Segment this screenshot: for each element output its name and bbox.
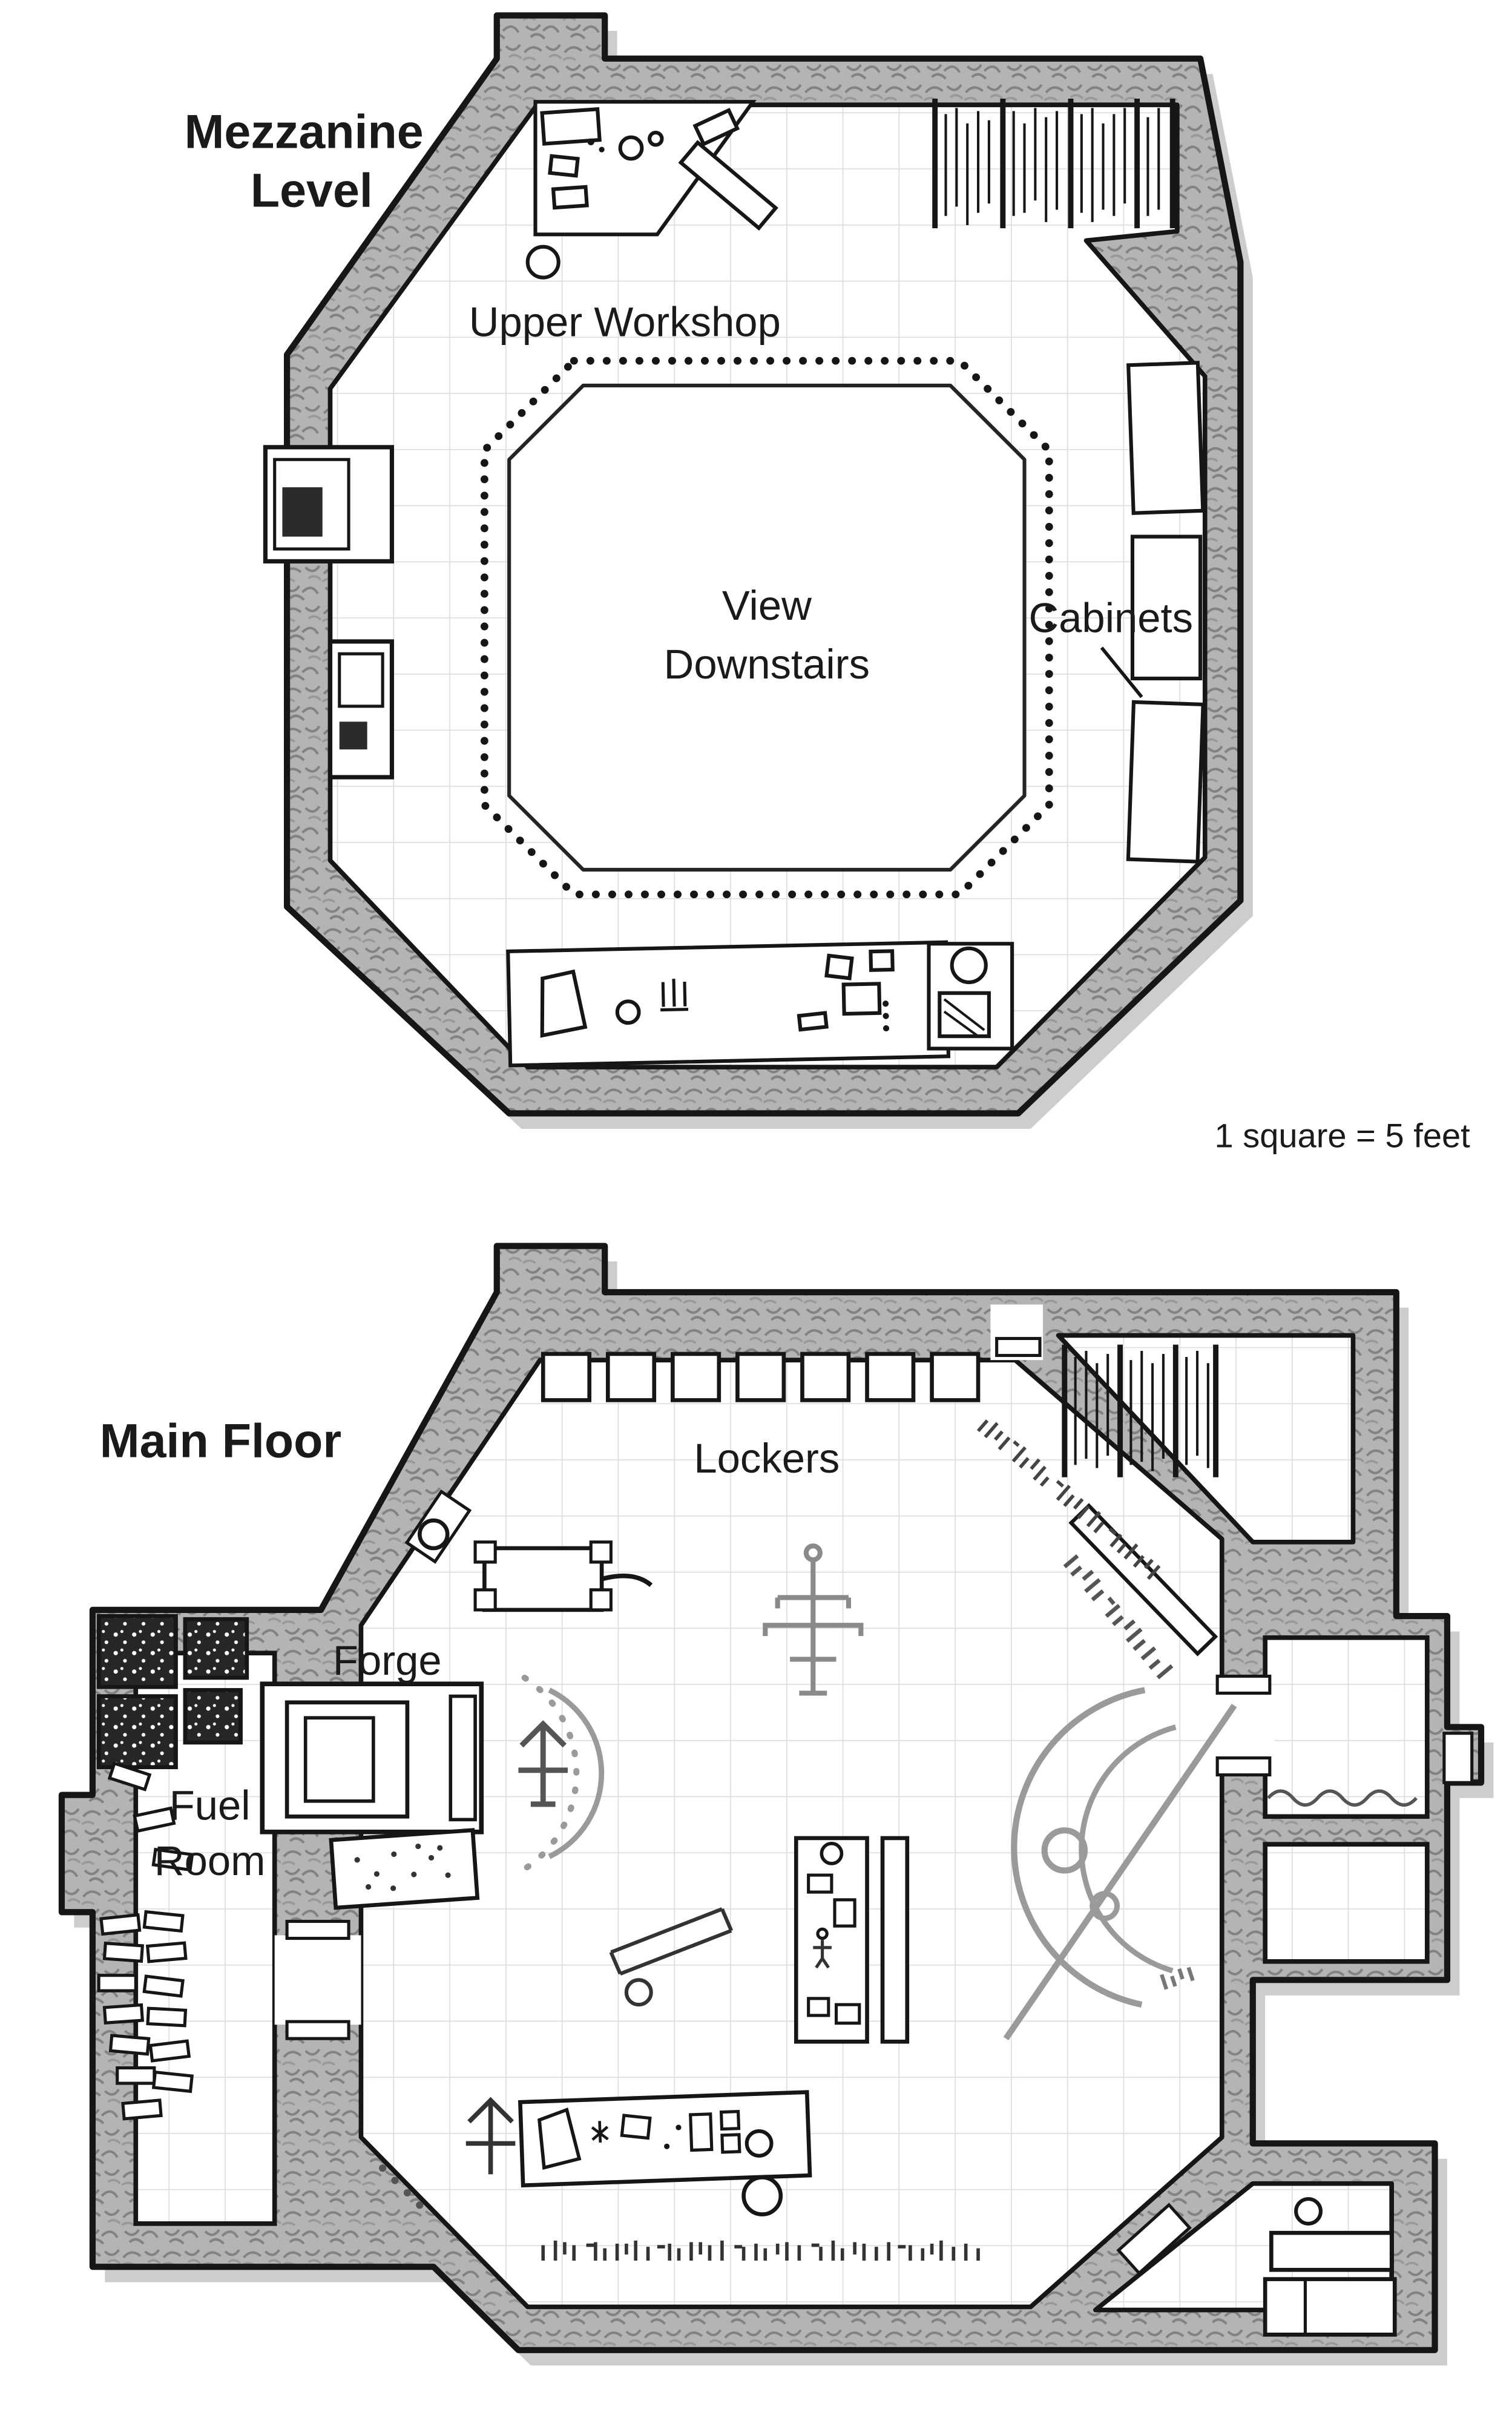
workbench-bottom (506, 940, 951, 1068)
mezzanine-title-line2: Level (251, 163, 373, 217)
lockers-row (541, 1352, 981, 1402)
upper-workshop-label: Upper Workshop (469, 298, 781, 345)
wall-machine-a (263, 445, 395, 563)
work-bench-vertical (794, 1836, 869, 2044)
grinder-sketch (609, 1907, 734, 2007)
bottom-right-room-furniture (1263, 2197, 1397, 2337)
forge-machine (260, 1681, 484, 1835)
cabinets (1126, 361, 1205, 864)
floor-circle-large (741, 2175, 783, 2216)
bottom-workbench (518, 2090, 812, 2188)
side-table-bottom (927, 942, 1014, 1051)
fuel-room-label-line1: Fuel (169, 1782, 251, 1828)
view-downstairs-label-line2: Downstairs (664, 641, 870, 688)
cabinets-pointer-line (1100, 646, 1143, 698)
bellows-table (473, 1540, 653, 1612)
wall-machine-b (327, 639, 395, 780)
diagonal-dots (379, 2164, 424, 2209)
scale-note: 1 square = 5 feet (1214, 1117, 1470, 1155)
fuel-stacks (97, 1761, 194, 2121)
forge-magic-arc (521, 1674, 605, 1872)
shelf-unit-main-floor (1062, 1344, 1219, 1477)
view-downstairs-opening (507, 383, 1027, 872)
coal-tray (329, 1828, 480, 1910)
runic-inscription-bottom (541, 2240, 980, 2261)
doorway-top-wall (990, 1304, 1044, 1361)
right-annex-upper-floor (1263, 1635, 1474, 1819)
mezzanine-title-line1: Mezzanine (185, 105, 424, 159)
runic-inscription-circle (1160, 1966, 1195, 1990)
runic-inscription-diagonal-2 (1063, 1554, 1174, 1680)
magic-circle (1003, 1687, 1237, 2041)
rune-staff-glyph (518, 1720, 568, 1807)
main-floor-map: Main Floor Lockers Forge Fuel Room (58, 1243, 1494, 2366)
right-annex-lower-floor (1263, 1842, 1430, 1964)
doorway-fuel-room (274, 1919, 361, 2040)
view-downstairs-label-line1: View (722, 582, 812, 629)
staff-glyph-bottom (465, 2097, 516, 2175)
fuel-bins (96, 1614, 249, 1770)
floor-circle-small (744, 2129, 774, 2158)
water-trough-wavy-line (1267, 1789, 1418, 1807)
lockers-label: Lockers (694, 1435, 840, 1482)
main-floor-title: Main Floor (100, 1414, 341, 1468)
doorway-bottom-right (1116, 2203, 1192, 2276)
railing-dotted-ring (481, 356, 1053, 899)
cabinets-label: Cabinets (1028, 595, 1193, 642)
runic-inscription-diagonal (976, 1419, 1161, 1580)
workbench-upper-left (525, 100, 778, 280)
shelf-unit-upper-right (932, 99, 1175, 229)
long-thin-bench (880, 1836, 910, 2044)
floor-circle-item (418, 1518, 450, 1551)
candelabra-glyph (763, 1543, 864, 1696)
fuel-room-label-line2: Room (154, 1838, 266, 1884)
forge-label: Forge (333, 1637, 442, 1684)
doorway-right-annex (1212, 1674, 1275, 1777)
mezzanine-map: Mezzanine Level Upper Workshop View Down… (185, 12, 1253, 1129)
right-niche (1442, 1732, 1474, 1784)
